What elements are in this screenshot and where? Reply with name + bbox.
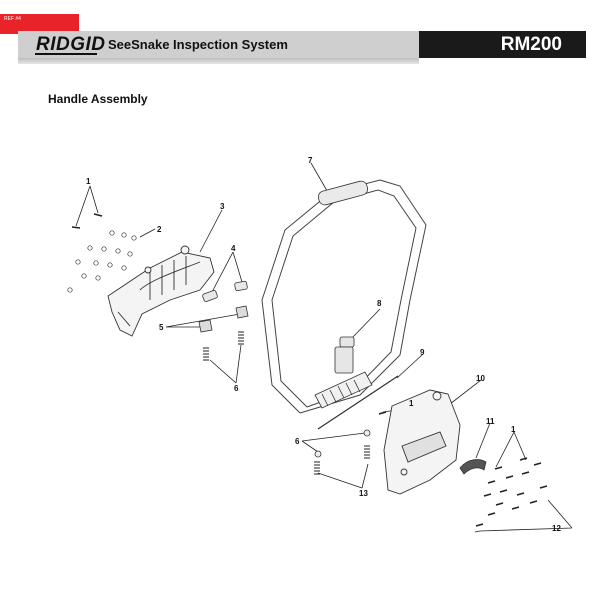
part-10-housing [383,389,461,495]
part-6b-nuts [314,429,371,458]
callout-4: 4 [231,244,236,253]
callout-11: 11 [486,417,495,426]
callout-1a: 1 [86,177,91,186]
leader-9 [396,354,423,379]
callout-2: 2 [157,225,162,234]
header-shadow [18,58,419,64]
leader-13 [317,463,369,489]
callout-5: 5 [159,323,164,332]
callout-13: 13 [359,489,368,498]
callout-3: 3 [220,202,225,211]
part-7-frame [261,179,427,414]
callout-9: 9 [420,348,425,357]
callout-7: 7 [308,156,313,165]
leader-11 [475,422,491,459]
part-8-connector [334,336,355,374]
leader-2 [139,228,156,238]
leader-6b [301,432,366,453]
part-7-grip-top [317,180,369,206]
product-name: SeeSnake Inspection System [108,37,288,52]
leader-8 [351,308,381,339]
model-box: RM200 [419,31,586,58]
part-5-latches [198,305,249,333]
brand-underline [35,53,97,55]
callout-10: 10 [476,374,485,383]
part-3-bracket [107,245,215,337]
leader-1c [495,431,527,468]
part-9-rod [317,375,399,430]
part-7-grip-bottom [314,371,373,409]
part-4-blocks [202,280,248,302]
leader-12 [474,499,573,533]
part-1a-screws [71,213,103,229]
callout-1b: 1 [409,399,414,408]
leader-6a [209,344,242,384]
leader-5 [165,313,241,328]
callout-6b: 6 [295,437,300,446]
callout-6a: 6 [234,384,239,393]
part-11-bracket [459,459,487,475]
leader-10 [449,379,482,405]
callout-1c: 1 [511,425,516,434]
section-title: Handle Assembly [48,92,148,106]
part-2-nuts [67,230,137,293]
part-6a-springs [203,331,244,361]
leader-3 [199,209,223,253]
callout-12: 12 [552,524,561,533]
callout-8: 8 [377,299,382,308]
ref-tag: REF #4 [0,14,79,34]
part-13-springs [314,445,370,475]
part-12-screws [475,457,548,527]
leader-4 [211,251,243,293]
model-number: RM200 [500,34,562,55]
brand-logo: RIDGID [36,34,106,55]
leader-1a [75,185,99,227]
